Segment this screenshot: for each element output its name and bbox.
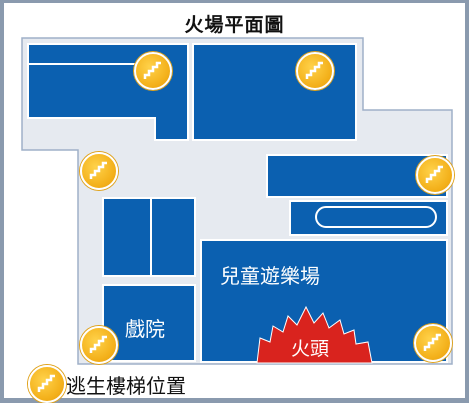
stairs-icon xyxy=(80,152,118,190)
pool-shape xyxy=(315,206,437,228)
stairs-icon xyxy=(80,326,118,364)
theater-label: 戲院 xyxy=(125,317,165,341)
fire-burst xyxy=(256,305,373,364)
legend-stairs-icon xyxy=(28,365,66,403)
stairs-icon xyxy=(416,156,454,194)
stairs-icon xyxy=(414,324,452,362)
room-theater xyxy=(102,284,196,362)
room-left-a xyxy=(102,197,152,277)
stairs-icon xyxy=(296,52,334,90)
playground-label: 兒童遊樂場 xyxy=(220,264,320,288)
page-title: 火場平面圖 xyxy=(184,14,285,36)
fire-label: 火頭 xyxy=(291,338,330,360)
legend-label: 逃生樓梯位置 xyxy=(66,374,186,398)
room-left-b xyxy=(150,197,196,277)
stairs-icon xyxy=(134,52,172,90)
